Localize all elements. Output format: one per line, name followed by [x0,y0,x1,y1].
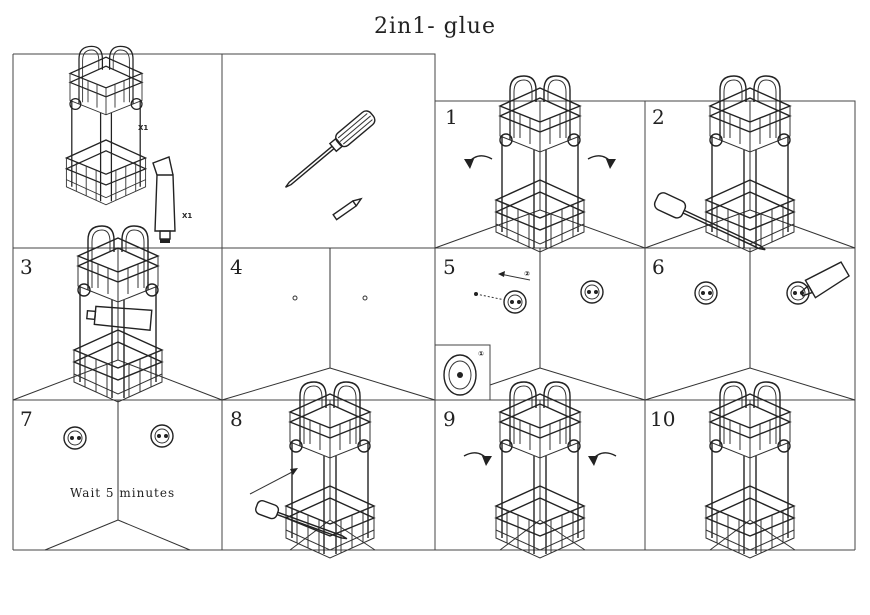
wall-disc-icon [580,280,604,304]
step-8-number: 8 [230,407,243,431]
wall-disc-icon [443,354,477,396]
wall-corner-icon [489,248,646,401]
wall-corner-icon [709,400,796,551]
wall-disc-icon [694,281,718,305]
screwdriver-icon [653,192,766,251]
step-7-number: 7 [20,407,33,431]
step-5-number: 5 [443,255,456,279]
step-10-number: 10 [650,407,675,431]
wall-corner-icon [499,400,586,551]
rotate-arrow-icon [463,452,493,467]
callout-1: ① [478,350,484,358]
mark-point [292,295,298,301]
wall-corner-icon [289,400,376,551]
wall-corner-icon [44,400,191,551]
step-2-number: 2 [652,105,665,129]
wall-disc-icon [786,281,810,305]
mark-point [362,295,368,301]
step-6-number: 6 [652,255,665,279]
glue-tube-icon [799,261,850,299]
screwdriver-icon [255,500,348,540]
pencil-icon [332,197,363,221]
step-9-number: 9 [443,407,456,431]
wall-corner-icon [12,248,223,401]
component-caddy [65,45,147,206]
page-title: 2in1- glue [374,14,496,39]
wall-corner-icon [221,248,436,401]
wall-disc-icon [63,426,87,450]
glue-tube-icon [86,305,153,331]
step-3-number: 3 [20,255,33,279]
step-4-number: 4 [230,255,243,279]
screwdriver-icon [285,110,376,188]
wait-note: Wait 5 minutes [70,486,175,500]
wall-disc-icon [150,424,174,448]
rotate-arrow-icon [587,452,617,467]
rotate-arrow-icon [587,155,617,170]
caddy-quantity: X1 [138,124,148,132]
step-1-number: 1 [445,105,458,129]
callout-2: ② [524,270,530,278]
rotate-arrow-icon [463,155,493,170]
glue-quantity: X1 [182,212,192,220]
wall-disc-icon [503,290,527,314]
wall-corner-icon [644,248,856,401]
glue-tube-icon [152,156,176,243]
